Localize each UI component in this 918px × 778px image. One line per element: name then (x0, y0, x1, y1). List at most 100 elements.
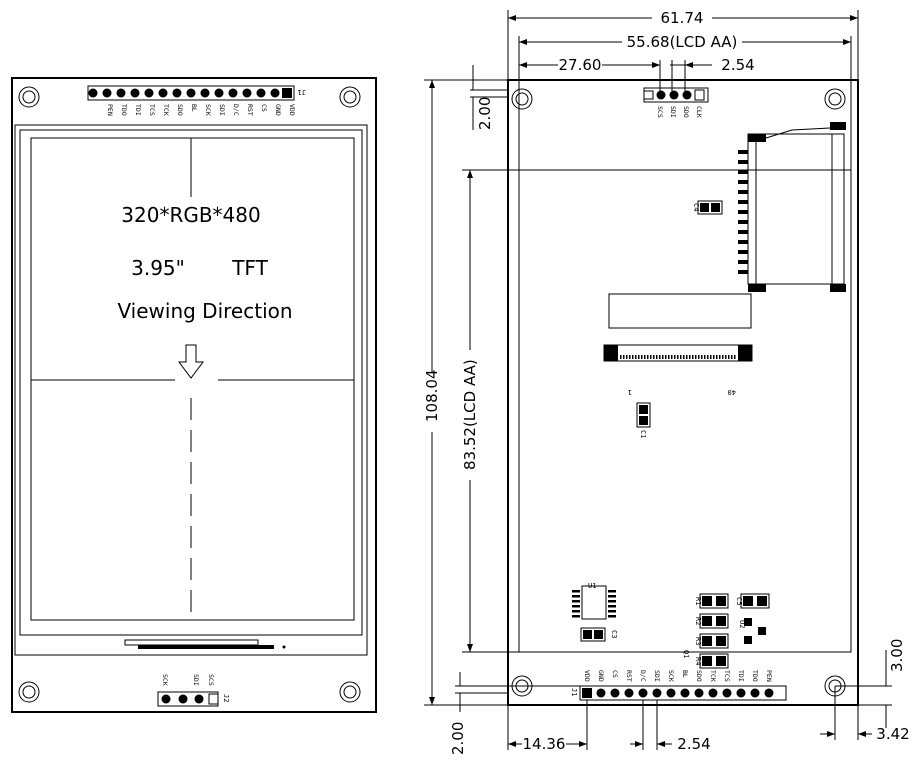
component-r4: R4 (694, 653, 729, 669)
back-lcd-outline (518, 79, 852, 653)
j2-label: J2 (222, 694, 230, 702)
dimension-bottom-margin: 2.00 (449, 672, 600, 755)
front-j2-pin-label: SCK (161, 674, 169, 686)
component-c1: C1 (636, 402, 651, 438)
back-j1-pin-label: TCS (723, 670, 731, 682)
back-view: 61.74 55.68(LCD AA) 27.60 2.54 (423, 9, 910, 755)
back-j1-pin-label: TDI (737, 670, 745, 682)
dim-top-margin: 2.00 (476, 97, 494, 130)
front-j1-pin-label: GND (274, 104, 282, 116)
viewing-direction-arrow-icon (178, 344, 204, 379)
front-j1-pin-label: TDI (134, 104, 142, 116)
front-mounting-hole (18, 86, 40, 108)
back-j1-pin-label: SDO (695, 670, 703, 682)
dimension-top-pitch: 2.54 (670, 56, 755, 92)
back-mounting-hole (824, 88, 846, 110)
j1-label: J1 (298, 88, 306, 96)
front-j1-pin-label: SDO (176, 104, 184, 116)
dim-lcd-aa-height: 83.52(LCD AA) (461, 359, 479, 470)
dimension-bottom-pitch: 2.54 (630, 700, 711, 753)
component-label: R4 (694, 657, 702, 665)
dim-total-width: 61.74 (661, 9, 704, 27)
front-mounting-hole (339, 681, 361, 703)
component-label: C1 (639, 430, 647, 438)
back-j1-pin-label: BL (681, 670, 689, 678)
component-label: U2 (738, 620, 746, 628)
lcd-glass-inner (19, 129, 363, 636)
component-label: C3 (610, 630, 618, 638)
dim-hole-offset-x: 3.42 (876, 725, 909, 743)
j1-header: J1 VDD GND CS RST D/C SDI SCK BL SDO TCK… (87, 85, 306, 116)
dim-total-height: 108.04 (423, 370, 441, 423)
back-j1-pin-label: SDI (653, 670, 661, 682)
dim-lcd-aa-width: 55.68(LCD AA) (627, 33, 738, 51)
fpc-pin1-label: 1 (628, 388, 632, 396)
dim-bottom-margin: 2.00 (449, 722, 467, 755)
dimension-top-margin: 2.00 (470, 65, 508, 130)
back-pcb-outline (507, 79, 859, 706)
component-label: R1 (694, 597, 702, 605)
back-j1-pin-label: GND (597, 670, 605, 682)
dimension-lcd-aa-height: 83.52(LCD AA) (461, 169, 851, 653)
back-j1-pin-label: TCK (709, 670, 717, 682)
component-c3: C3 (580, 627, 618, 642)
dimension-header-offset: 27.60 (519, 56, 661, 92)
front-j1-pin-label: VDD (288, 104, 296, 116)
fpc-strip (124, 639, 259, 646)
front-pcb-outline (11, 77, 377, 713)
lcd-glass-outline (14, 124, 368, 656)
back-j1-pin-label: TDO (751, 670, 759, 682)
back-top-pin-label: SDO (682, 106, 690, 118)
back-top-pin-label: SDI (669, 106, 677, 118)
front-j1-pin-label: BL (190, 104, 198, 112)
front-j1-pin-label: RST (246, 104, 254, 116)
component-label: U1 (588, 582, 596, 590)
front-j1-pin-label: CS (260, 104, 268, 112)
front-j1-pin-label: TCS (148, 104, 156, 116)
dim-bottom-left: 14.36 (523, 735, 566, 753)
dimension-total-height: 108.04 (423, 79, 508, 706)
back-j1-label: J1 (570, 688, 578, 696)
front-j2-pin-label: SCS (207, 674, 215, 686)
back-j1-pin-label: RST (625, 670, 633, 682)
component-label: Q1 (682, 650, 690, 658)
component-label: R2 (694, 617, 702, 625)
component-q1: Q1 (682, 650, 690, 658)
component-u2: U2 (738, 618, 766, 644)
front-j1-pin-label: SDI (218, 104, 226, 116)
front-mounting-hole (339, 86, 361, 108)
component-r1: R1 (694, 593, 729, 609)
size-label: 3.95" (131, 256, 185, 280)
dimension-lcd-aa-width: 55.68(LCD AA) (518, 33, 852, 80)
back-j1-pin-label: CS (611, 670, 619, 678)
component-c4: C4 (692, 200, 723, 215)
component-u1: U1 (572, 582, 616, 620)
resolution-label: 320*RGB*480 (121, 203, 260, 227)
component-r3: R3 (694, 633, 729, 649)
type-label: TFT (231, 256, 268, 280)
dimension-total-width: 61.74 (507, 9, 859, 80)
component-label: R3 (694, 637, 702, 645)
dim-bottom-pitch: 2.54 (677, 735, 710, 753)
side-fpc-connector (738, 122, 846, 292)
front-j1-pin-label: D/C (232, 104, 240, 116)
back-j1-pin-label: SCK (667, 670, 675, 682)
lcd-active-area (30, 137, 355, 621)
back-j1-header: J1 VDD GND CS RST D/C SDI SCK BL SDO TCK… (570, 670, 787, 701)
front-j1-pin-label: TDO (120, 104, 128, 116)
back-mounting-hole (511, 88, 533, 110)
dimension-bottom-left: 14.36 (507, 700, 588, 753)
viewing-direction-label: Viewing Direction (117, 299, 292, 323)
fpc-strip-contacts (138, 645, 274, 649)
component-r2: R2 (694, 613, 729, 629)
dim-header-offset: 27.60 (559, 56, 602, 74)
back-j1-pin-label: VDD (583, 670, 591, 682)
component-label: C5 (735, 597, 743, 605)
dim-top-pitch: 2.54 (721, 56, 754, 74)
back-j1-pin-label: PEN (765, 670, 773, 682)
front-j2-pin-label: SDI (192, 674, 200, 686)
component-c5: C5 (735, 593, 770, 609)
back-top-pin-label: CLK (695, 106, 703, 118)
dimension-hole-offset-y: 3.00 (835, 639, 906, 728)
